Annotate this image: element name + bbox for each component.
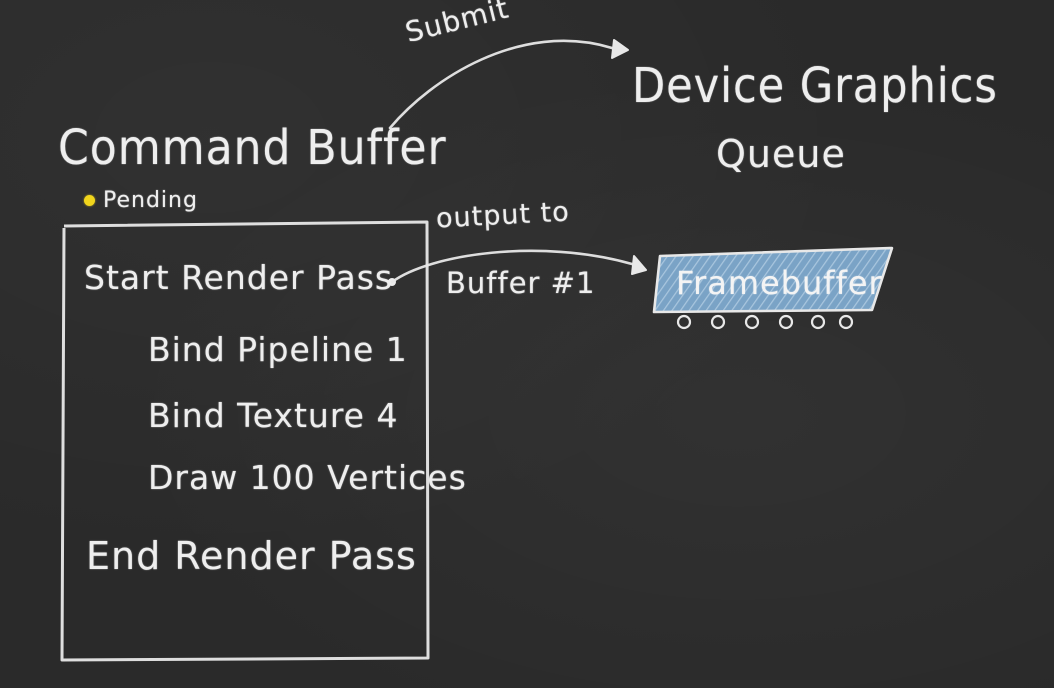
command-item: Draw 100 Vertices [148, 458, 467, 497]
framebuffer-shape [652, 246, 894, 314]
command-item: Bind Pipeline 1 [148, 330, 408, 369]
command-buffer-title: Command Buffer [58, 120, 447, 176]
pending-status: Pending [84, 188, 198, 213]
framebuffer-wheels [676, 314, 854, 330]
pending-dot-icon [84, 195, 95, 206]
framebuffer-label: Framebuffer [676, 264, 883, 302]
command-item: End Render Pass [86, 534, 417, 578]
wheel-icon [744, 314, 760, 330]
wheel-icon [710, 314, 726, 330]
submit-arrow [388, 39, 614, 130]
command-item: Start Render Pass [84, 258, 394, 297]
wheel-icon [676, 314, 692, 330]
pending-label: Pending [103, 188, 198, 213]
queue-title-line2: Queue [716, 132, 846, 176]
queue-title-line1: Device Graphics [632, 58, 998, 114]
output-label-line2: Buffer #1 [446, 266, 596, 300]
submit-arrowhead-icon [611, 39, 629, 59]
command-item: Bind Texture 4 [148, 396, 399, 435]
output-arrow [390, 249, 634, 284]
wheel-icon [778, 314, 794, 330]
command-buffer-box [60, 220, 430, 662]
wheel-icon [810, 314, 826, 330]
wheel-icon [838, 314, 854, 330]
output-arrowhead-icon [631, 255, 647, 275]
